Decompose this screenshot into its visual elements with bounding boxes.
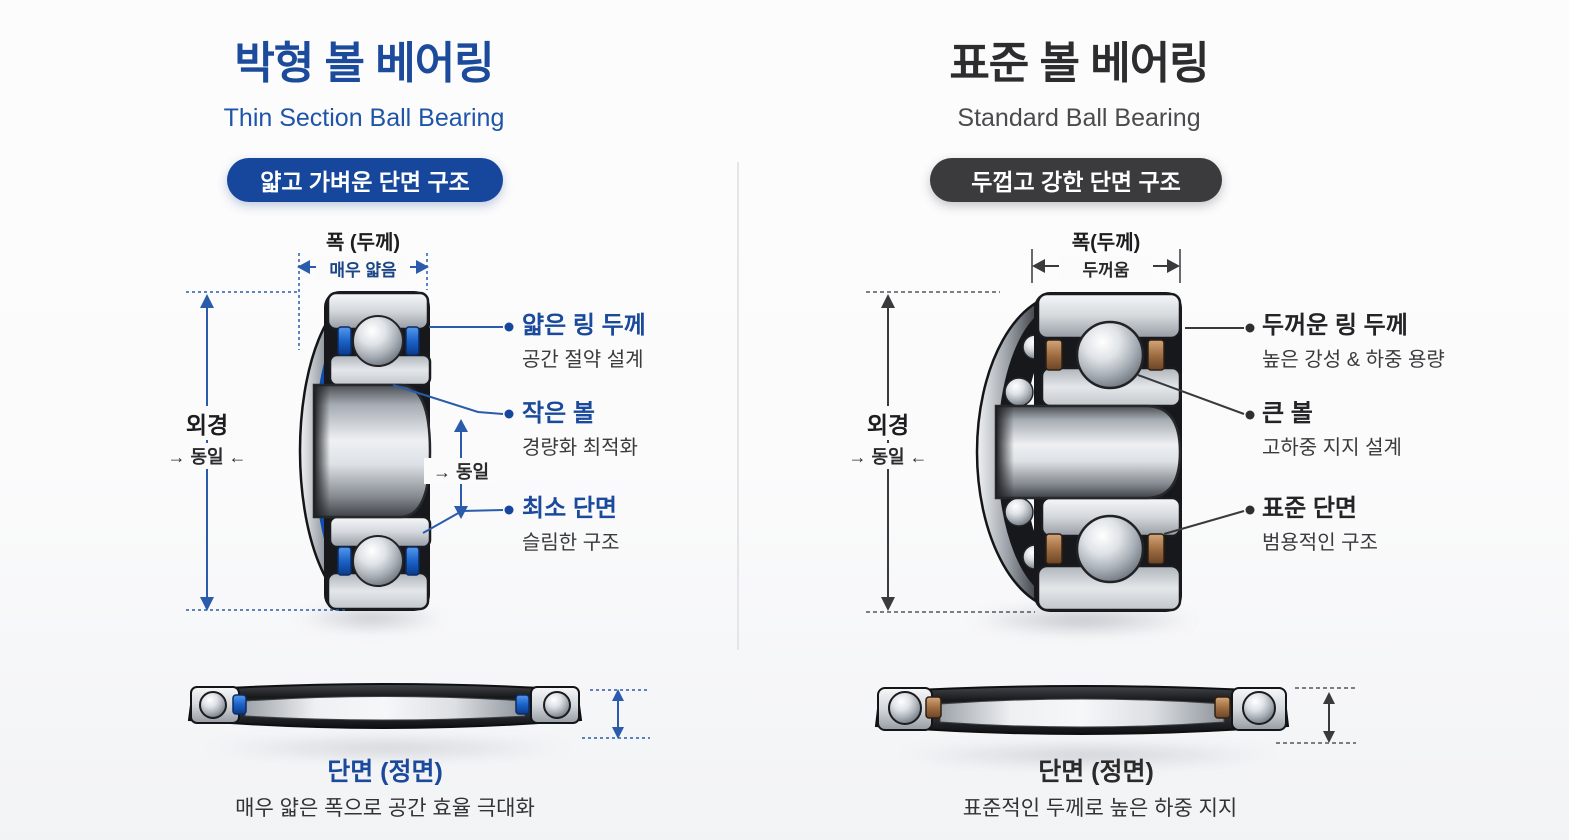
thin-sideview-shadow xyxy=(200,738,576,758)
thin-sideview-inner-ring-stripe xyxy=(244,696,526,721)
thin-bearing-side-view-illustration xyxy=(187,683,583,729)
thin-bearing-ball-bottom xyxy=(352,535,404,587)
standard-width-dimension-note: 두꺼움 xyxy=(1059,256,1153,281)
standard-bearing-cage-top-right xyxy=(1147,339,1165,371)
right-thickness-arrowheads xyxy=(1323,692,1335,743)
right-dashed-guides xyxy=(866,291,1356,744)
thin-annotation-3-title: 최소 단면 xyxy=(522,495,617,522)
thin-bearing-cage-top-right xyxy=(405,326,420,356)
thin-od-dimension-label: 외경 xyxy=(162,406,252,440)
standard-annotation-ring-thickness: 두꺼운 링 두께 높은 강성 & 하중 용량 xyxy=(1262,311,1445,373)
thin-annotation-2-desc: 경량화 최적화 xyxy=(522,437,638,459)
thin-annotation-ball-size: 작은 볼 경량화 최적화 xyxy=(522,399,638,461)
thin-annotation-ring-thickness: 얇은 링 두께 공간 절약 설계 xyxy=(522,311,646,373)
right-width-arrowheads xyxy=(1032,259,1180,273)
right-leader-lines xyxy=(1137,327,1245,535)
standard-bearing-front-view-illustration xyxy=(975,292,1182,612)
thin-bearing-badge-label: 얇고 가벼운 단면 구조 xyxy=(260,169,470,195)
standard-bearing-bore-shade xyxy=(996,406,1014,498)
thin-annotation-2-title: 작은 볼 xyxy=(522,400,595,427)
standard-sideview-shadow xyxy=(892,744,1284,766)
right-od-arrowheads xyxy=(881,294,895,611)
thin-bearing-title: 박형 볼 베어링 xyxy=(234,39,494,88)
standard-annotation-ball-size: 큰 볼 고하중 지지 설계 xyxy=(1262,399,1402,461)
standard-bearing-badge: 두껍고 강한 단면 구조 xyxy=(930,158,1222,202)
standard-bearing-ball-top xyxy=(1075,320,1145,390)
standard-caption: 표준적인 두께로 높은 하중 지지 xyxy=(962,797,1238,820)
thin-annotation-cross-section: 최소 단면 슬림한 구조 xyxy=(522,494,620,556)
thin-bearing-cage-bottom-left xyxy=(337,546,352,576)
center-divider xyxy=(737,162,739,650)
thin-bearing-subtitle: Thin Section Ball Bearing xyxy=(223,104,505,132)
thin-sideview-label: 단면 (정면) xyxy=(327,758,443,786)
thin-sideview-ball-right xyxy=(543,691,571,719)
standard-sideview-inner-ring-stripe xyxy=(939,698,1225,728)
standard-sideview-cage-left xyxy=(925,696,942,719)
thin-caption: 매우 얇은 폭으로 공간 효율 극대화 xyxy=(235,797,535,820)
thin-bearing-cage-top-left xyxy=(337,326,352,356)
right-leader-dots xyxy=(1245,323,1255,515)
standard-bearing-cage-bottom-left xyxy=(1045,533,1063,565)
thin-bearing-cage-bottom-right xyxy=(405,546,420,576)
thin-od-dimension-note: → 동일 ← xyxy=(157,443,257,469)
left-dashed-guides xyxy=(186,253,650,739)
standard-bearing-cage-top-left xyxy=(1045,339,1063,371)
standard-bearing-badge-label: 두껍고 강한 단면 구조 xyxy=(971,169,1181,195)
thin-bearing-bore-shade xyxy=(314,385,330,517)
standard-annotation-2-desc: 고하중 지지 설계 xyxy=(1262,437,1402,459)
standard-annotation-2-title: 큰 볼 xyxy=(1262,400,1313,427)
standard-annotation-1-desc: 높은 강성 & 하중 용량 xyxy=(1262,349,1445,371)
left-thickness-arrowheads xyxy=(612,689,624,739)
thin-annotation-1-desc: 공간 절약 설계 xyxy=(522,349,644,371)
left-od-arrowheads xyxy=(200,294,214,611)
standard-bearing-title: 표준 볼 베어링 xyxy=(949,39,1209,88)
thin-bearing-bore xyxy=(312,383,432,519)
thin-annotation-1-title: 얇은 링 두께 xyxy=(522,312,646,339)
standard-annotation-3-title: 표준 단면 xyxy=(1262,495,1357,522)
standard-bearing-cage-bottom-right xyxy=(1147,533,1165,565)
standard-sideview-cage-right xyxy=(1214,696,1231,719)
standard-sideview-ball-left xyxy=(888,691,922,725)
thin-ball-size-note: → 동일 xyxy=(424,458,498,484)
standard-annotation-3-desc: 범용적인 구조 xyxy=(1262,532,1378,554)
thin-bearing-badge: 얇고 가벼운 단면 구조 xyxy=(227,158,503,202)
standard-bearing-side-view-illustration xyxy=(874,685,1290,735)
standard-bearing-subtitle: Standard Ball Bearing xyxy=(957,104,1201,132)
standard-annotation-1-title: 두꺼운 링 두께 xyxy=(1262,312,1408,339)
standard-od-dimension-note: → 동일 ← xyxy=(838,443,938,469)
standard-od-dimension-label: 외경 xyxy=(843,406,933,440)
thin-bearing-front-view-illustration xyxy=(298,291,432,611)
left-leader-lines xyxy=(392,326,504,534)
thin-width-dimension-note: 매우 얇음 xyxy=(316,256,410,281)
left-leader-dots xyxy=(504,322,514,515)
thin-annotation-3-desc: 슬림한 구조 xyxy=(522,532,620,554)
thin-sideview-ball-left xyxy=(199,691,227,719)
thin-sideview-cage-right xyxy=(515,694,530,715)
standard-sideview-label: 단면 (정면) xyxy=(1038,758,1154,786)
standard-width-dimension-label: 폭(두께) xyxy=(1071,232,1141,254)
standard-bearing-ball-bottom xyxy=(1075,514,1145,584)
standard-bearing-bore xyxy=(994,404,1182,500)
standard-annotation-cross-section: 표준 단면 범용적인 구조 xyxy=(1262,494,1378,556)
thin-width-dimension-label: 폭 (두께) xyxy=(325,232,401,254)
standard-sideview-ball-right xyxy=(1242,691,1276,725)
left-width-arrowheads xyxy=(297,260,429,274)
thin-bearing-ball-top xyxy=(352,315,404,367)
thin-sideview-cage-left xyxy=(232,694,247,715)
